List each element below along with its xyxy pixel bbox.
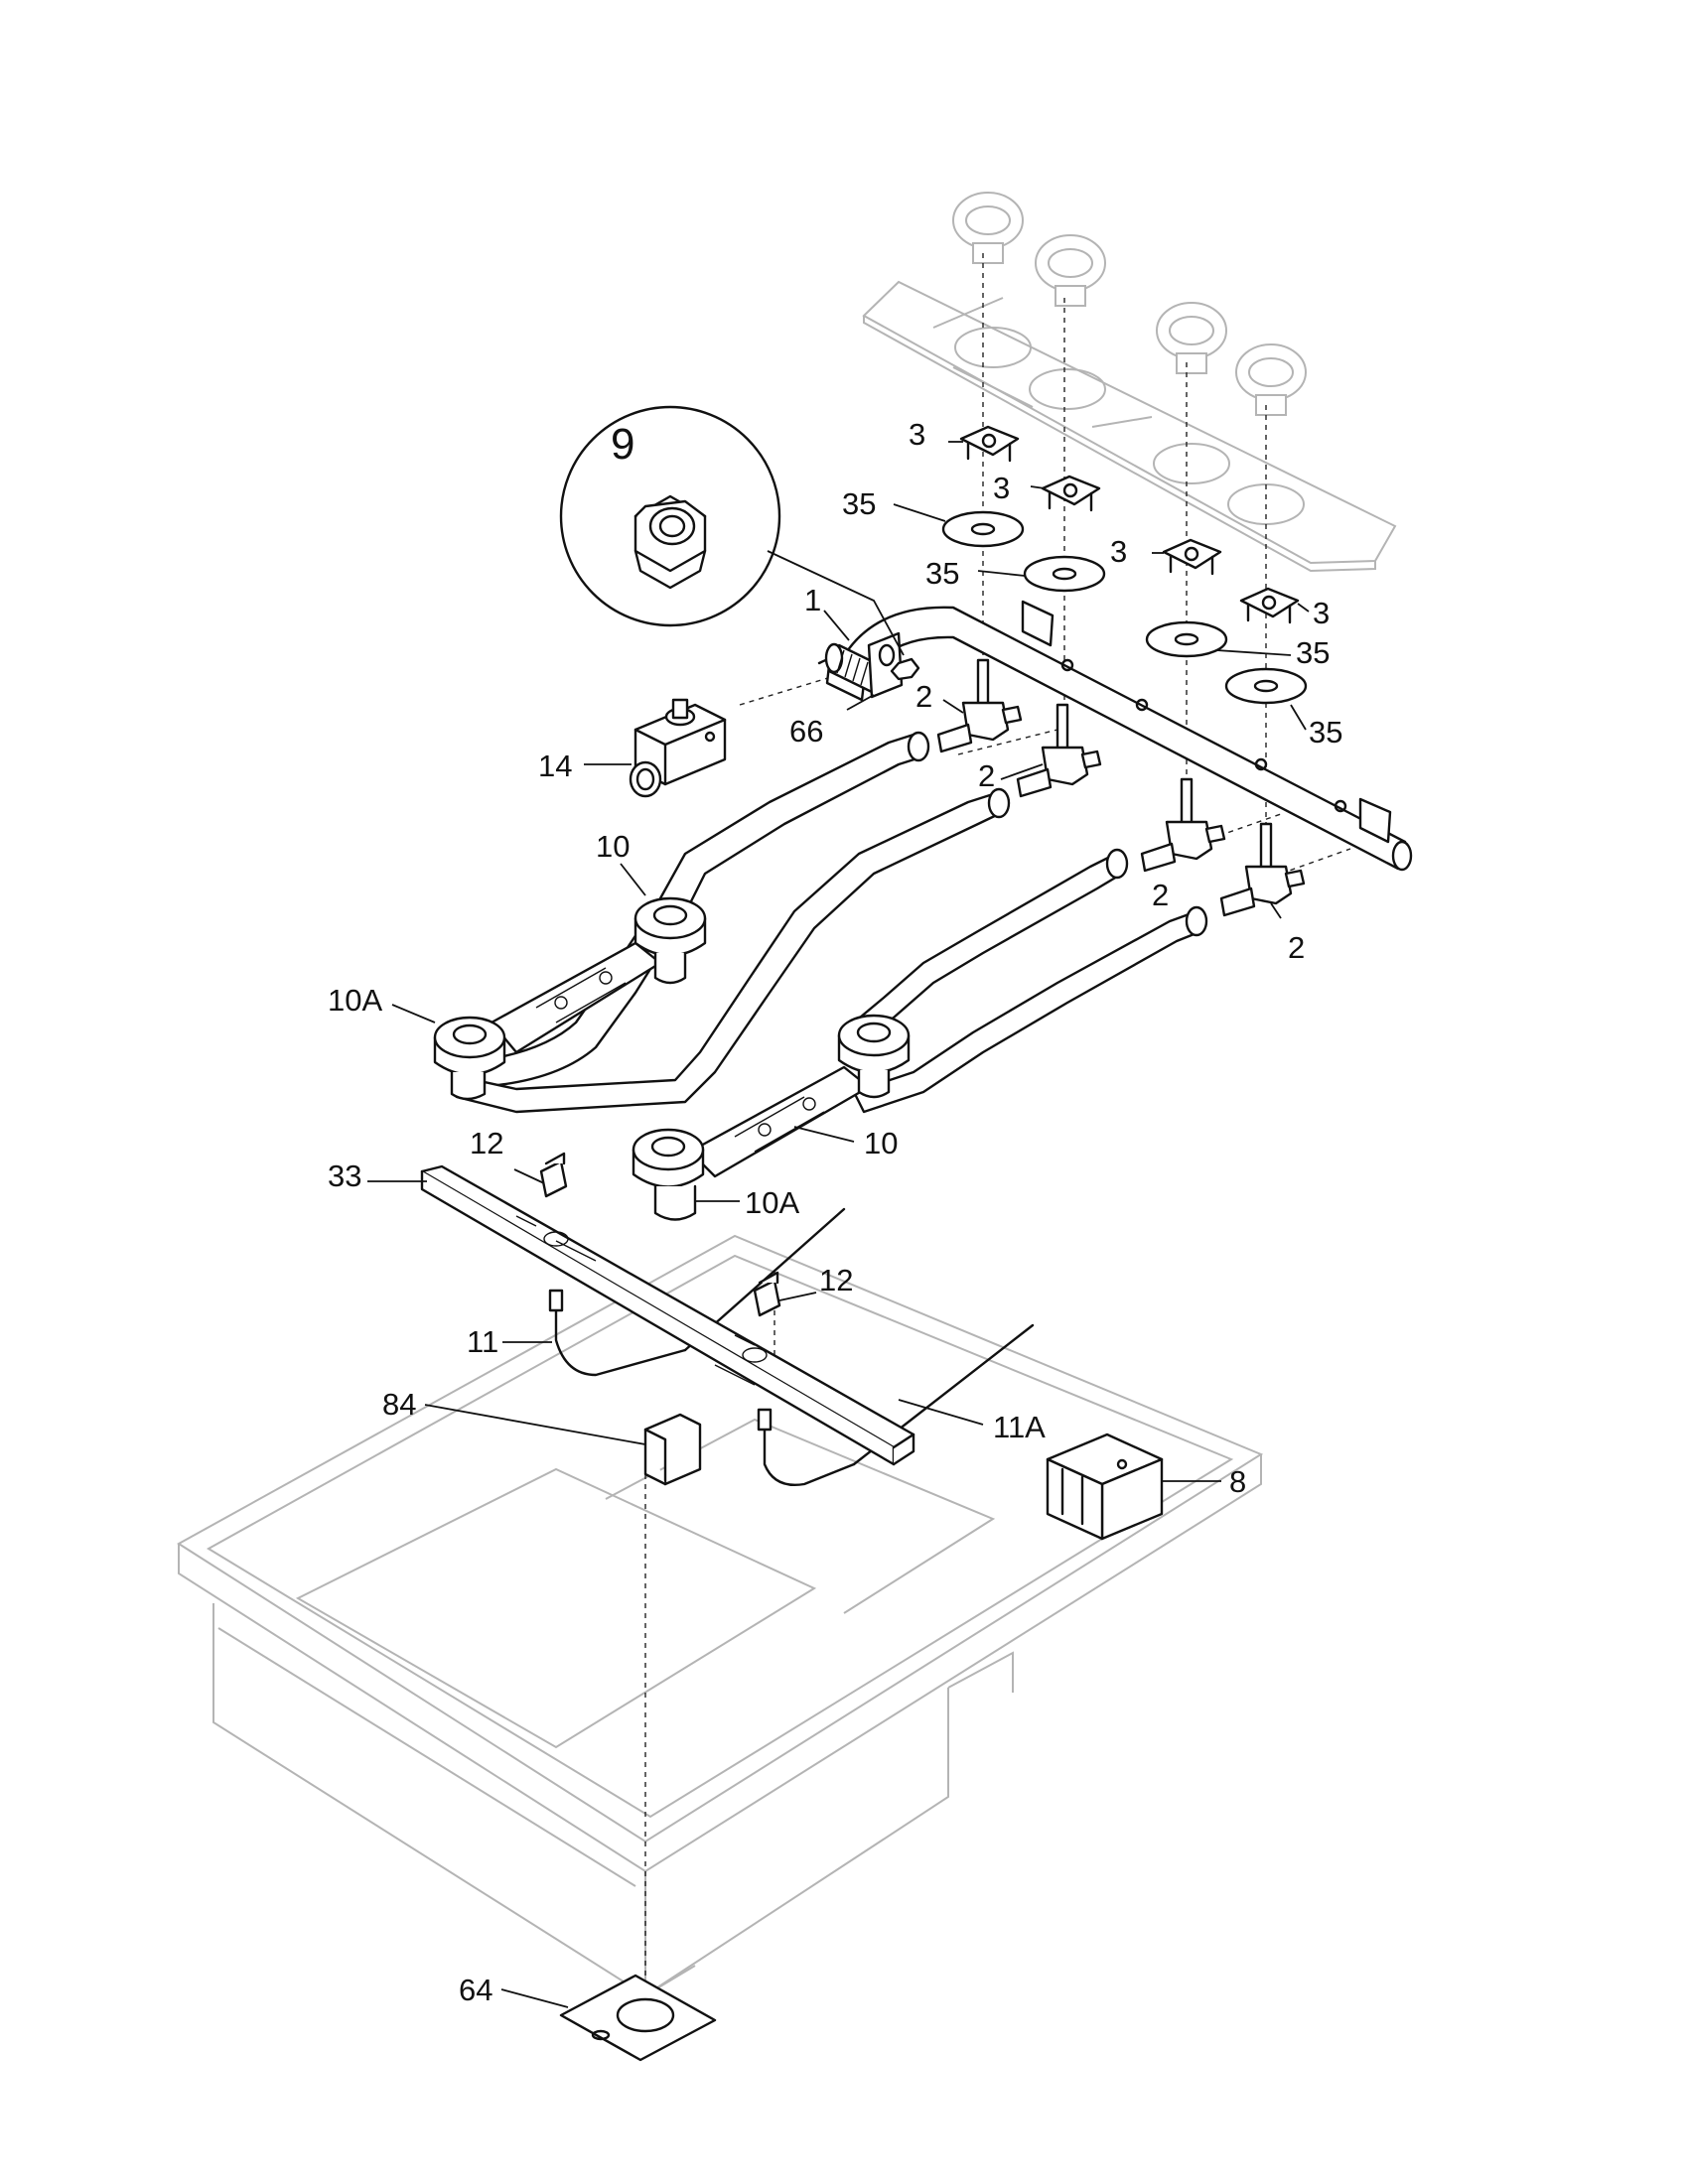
burner-tube-right-rear bbox=[852, 848, 1129, 1039]
gas-valve-3 bbox=[1140, 777, 1226, 873]
detail-bubble bbox=[559, 405, 905, 656]
valve-clamp-4 bbox=[1239, 587, 1300, 624]
bottom-plate bbox=[559, 1974, 717, 2062]
callout-84: 84 bbox=[382, 1387, 416, 1422]
wire-clip-front bbox=[753, 1271, 781, 1317]
callout-labels: 9 3 3 3 3 35 35 35 35 1 66 2 2 2 2 14 10… bbox=[328, 417, 1342, 2007]
callout-11A: 11A bbox=[993, 1410, 1046, 1444]
burner-support-bar bbox=[420, 1164, 915, 1466]
gas-valve-4 bbox=[1219, 822, 1306, 917]
callout-10A-a: 10A bbox=[328, 983, 382, 1018]
callout-3-d: 3 bbox=[1313, 596, 1330, 630]
wire-clip-rear bbox=[539, 1152, 568, 1198]
washer-3 bbox=[1145, 620, 1228, 658]
callout-35-d: 35 bbox=[1309, 715, 1342, 750]
callout-2-c: 2 bbox=[1152, 878, 1169, 912]
callout-3-b: 3 bbox=[993, 471, 1010, 505]
callout-10-b: 10 bbox=[864, 1126, 898, 1160]
callout-33: 33 bbox=[328, 1159, 361, 1193]
control-knob-2 bbox=[1035, 234, 1106, 307]
callout-11: 11 bbox=[467, 1324, 498, 1359]
control-panel bbox=[862, 280, 1397, 573]
callout-2-d: 2 bbox=[1288, 930, 1305, 965]
washer-2 bbox=[1023, 555, 1106, 593]
washer-1 bbox=[941, 510, 1025, 548]
callout-35-b: 35 bbox=[925, 556, 959, 591]
valve-clamp-3 bbox=[1162, 538, 1222, 576]
gas-valve-1 bbox=[936, 658, 1023, 753]
callout-1: 1 bbox=[804, 583, 821, 617]
washer-4 bbox=[1224, 667, 1308, 705]
burner-tube-right-front bbox=[852, 905, 1208, 1114]
burner-right-front bbox=[632, 1128, 705, 1221]
valve-clamp-1 bbox=[959, 425, 1020, 463]
spark-module bbox=[1046, 1433, 1164, 1541]
manifold-bracket bbox=[867, 631, 904, 699]
callout-64: 64 bbox=[459, 1973, 492, 2007]
callout-66: 66 bbox=[789, 714, 823, 749]
callout-9: 9 bbox=[611, 420, 634, 469]
burner-left-front bbox=[433, 1016, 506, 1101]
heat-shield-bracket bbox=[643, 1413, 702, 1486]
callout-35-a: 35 bbox=[842, 486, 876, 521]
callout-12-a: 12 bbox=[470, 1126, 503, 1160]
burner-right-rear bbox=[837, 1014, 911, 1099]
burner-right-assembly bbox=[688, 1065, 871, 1178]
callout-35-c: 35 bbox=[1296, 635, 1330, 670]
burner-left-rear bbox=[633, 896, 707, 985]
control-knob-4 bbox=[1235, 343, 1307, 416]
callout-2-b: 2 bbox=[978, 758, 995, 793]
callout-14: 14 bbox=[538, 749, 572, 783]
control-knob-3 bbox=[1156, 302, 1227, 374]
callout-3-a: 3 bbox=[909, 417, 925, 452]
callout-2-a: 2 bbox=[915, 679, 932, 714]
flare-nut bbox=[890, 657, 920, 681]
callout-3-c: 3 bbox=[1110, 534, 1127, 569]
control-knob-1 bbox=[952, 192, 1024, 264]
gas-valve-2 bbox=[1016, 703, 1102, 798]
callout-12-b: 12 bbox=[819, 1263, 853, 1297]
valve-clamp-2 bbox=[1041, 475, 1101, 512]
callout-10-a: 10 bbox=[596, 829, 630, 864]
pressure-regulator bbox=[629, 698, 727, 798]
callout-8: 8 bbox=[1229, 1464, 1246, 1499]
leader-lines bbox=[367, 441, 1310, 2008]
callout-10A-b: 10A bbox=[745, 1185, 799, 1220]
